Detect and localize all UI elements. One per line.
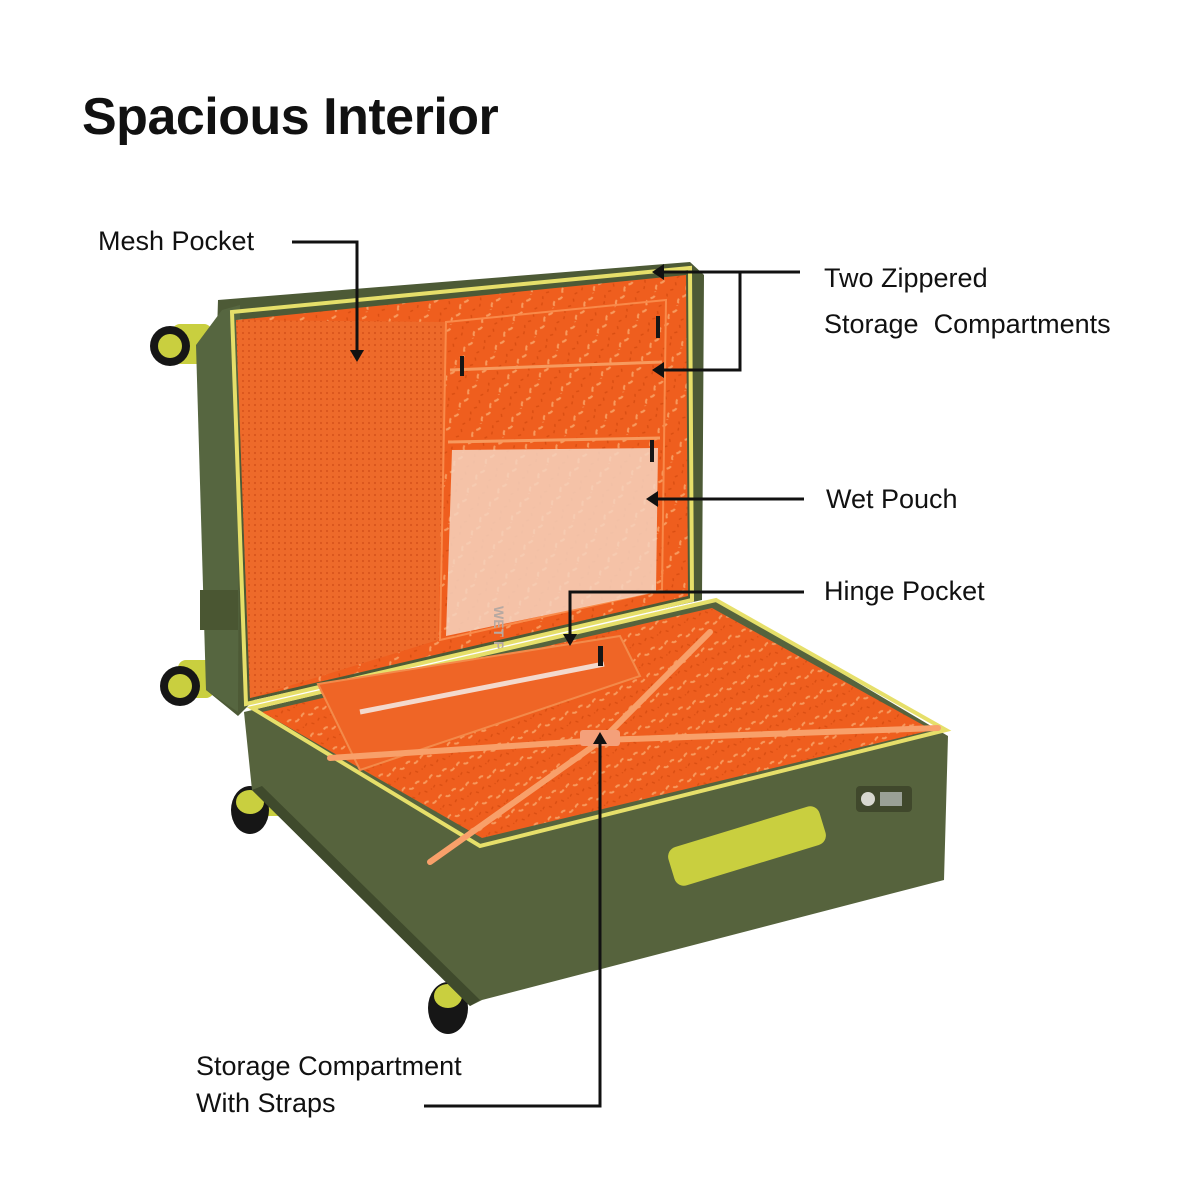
leader-storage-straps — [424, 740, 602, 1108]
mesh-pocket — [236, 320, 446, 698]
wet-pouch — [446, 448, 658, 636]
suitcase-base — [244, 597, 952, 1006]
wheel-icon — [160, 660, 214, 706]
callout-storage-straps-line1: Storage Compartment — [196, 1051, 462, 1081]
leader-mesh-pocket — [292, 240, 359, 352]
hinge-pocket — [316, 634, 642, 772]
leader-zippered — [662, 270, 800, 372]
callout-mesh-pocket: Mesh Pocket — [98, 226, 255, 256]
leader-hinge-pocket — [568, 590, 804, 636]
leader-lines — [292, 240, 804, 1108]
callout-hinge-pocket: Hinge Pocket — [824, 576, 985, 606]
callout-storage-straps-line2: With Straps — [196, 1088, 336, 1118]
suitcase-lid: WET POUCH — [196, 262, 704, 716]
callout-wet-pouch: Wet Pouch — [826, 484, 958, 514]
page-title: Spacious Interior — [82, 88, 499, 146]
callout-zippered-line1: Two Zippered — [824, 263, 988, 293]
leader-arrowheads — [350, 264, 664, 744]
side-handle — [668, 806, 826, 886]
callout-zippered-line2: Storage Compartments — [824, 309, 1111, 339]
